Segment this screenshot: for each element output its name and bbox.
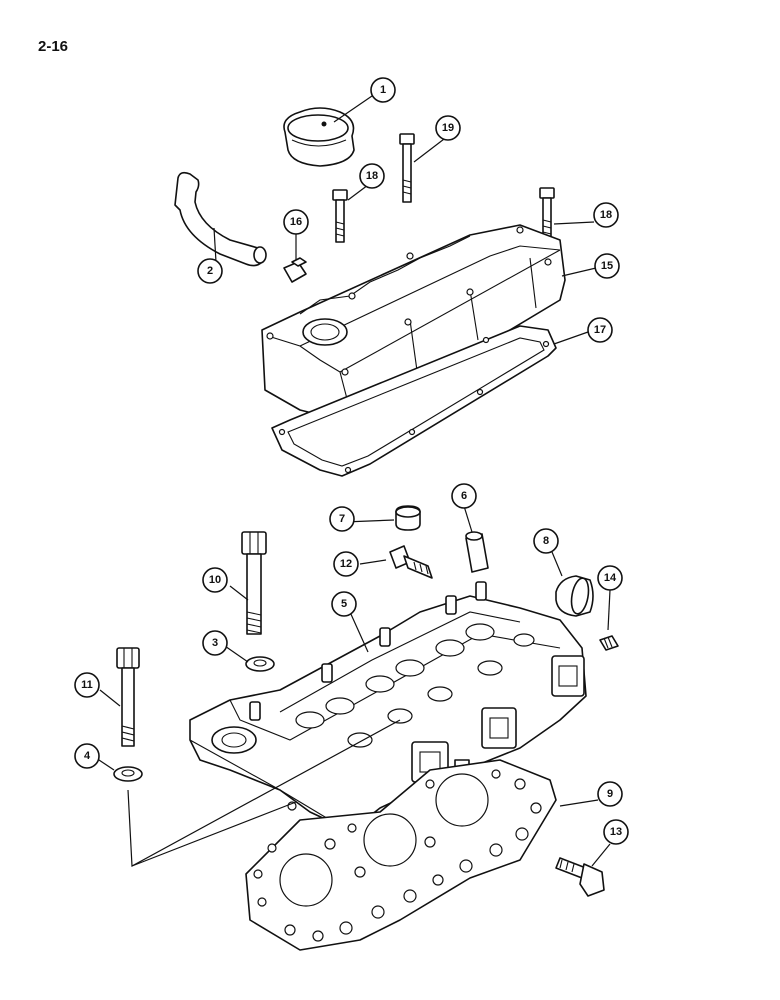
- callout-4: 4: [74, 743, 100, 769]
- callout-label: 14: [604, 572, 617, 584]
- callout-5: 5: [331, 591, 357, 617]
- callout-2: 2: [197, 258, 223, 284]
- rocker-cover-bolt-left: [332, 189, 348, 243]
- callout-label: 5: [341, 598, 347, 610]
- callout-15: 15: [594, 253, 620, 279]
- callout-label: 18: [366, 170, 378, 182]
- callout-19: 19: [435, 115, 461, 141]
- callout-10: 10: [202, 567, 228, 593]
- callout-label: 13: [610, 826, 622, 838]
- rocker-cover-gasket: [271, 325, 557, 477]
- callout-label: 8: [543, 535, 549, 547]
- callout-18-right: 18: [593, 202, 619, 228]
- callout-12: 12: [333, 551, 359, 577]
- callout-label: 16: [290, 216, 302, 228]
- callout-label: 9: [607, 788, 613, 800]
- rocker-cover-long-bolt: [399, 133, 415, 203]
- rocker-cover: [261, 224, 566, 421]
- callout-label: 6: [461, 490, 467, 502]
- callout-label: 10: [209, 574, 221, 586]
- callout-label: 12: [340, 558, 352, 570]
- callout-label: 2: [207, 265, 213, 277]
- washer-lower: [113, 766, 143, 782]
- rocker-cover-bolt-right: [539, 187, 555, 239]
- cup-plug-small: [395, 505, 421, 531]
- callout-13: 13: [603, 819, 629, 845]
- fitting: [283, 257, 307, 283]
- callout-16: 16: [283, 209, 309, 235]
- callout-label: 3: [212, 637, 218, 649]
- callout-8: 8: [533, 528, 559, 554]
- expansion-plug: [555, 575, 594, 617]
- head-gasket: [245, 759, 557, 951]
- callout-label: 11: [81, 679, 93, 691]
- callout-label: 17: [594, 324, 606, 336]
- leader-lines: [95, 95, 611, 867]
- callout-7: 7: [329, 506, 355, 532]
- callout-6: 6: [451, 483, 477, 509]
- callout-9: 9: [597, 781, 623, 807]
- oil-filler-cap: [283, 107, 355, 167]
- callout-11: 11: [74, 672, 100, 698]
- cylinder-head-bolt-long: [241, 531, 267, 635]
- callout-label: 19: [442, 122, 454, 134]
- callout-label: 4: [84, 750, 91, 762]
- dowel-sleeve: [465, 531, 489, 573]
- callout-label: 1: [380, 84, 386, 96]
- breather-hose: [174, 171, 267, 267]
- callout-label: 7: [339, 513, 345, 525]
- pipe-plug: [599, 635, 619, 651]
- callout-17: 17: [587, 317, 613, 343]
- callout-label: 15: [601, 260, 613, 272]
- page-number: 2-16: [38, 38, 69, 55]
- manifold-bolt: [389, 545, 433, 579]
- manifold-stud-bolt: [555, 857, 605, 897]
- callout-label: 18: [600, 209, 612, 221]
- callout-1: 1: [370, 77, 396, 103]
- callout-14: 14: [597, 565, 623, 591]
- callout-3: 3: [202, 630, 228, 656]
- washer-upper: [245, 656, 275, 672]
- callout-18-left: 18: [359, 163, 385, 189]
- cylinder-head-bolt-short: [116, 647, 140, 747]
